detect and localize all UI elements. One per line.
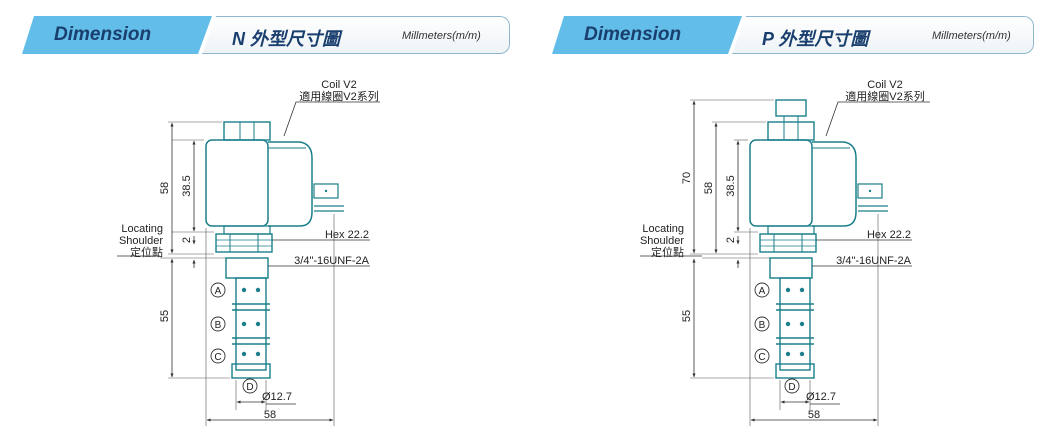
coil-label: Coil V2 [867, 79, 902, 91]
port-a-label: A [759, 286, 766, 297]
dim-diameter: Ø12.7 [262, 391, 292, 403]
valve-drawing-n: A B C D [117, 79, 380, 426]
port-a-marker [754, 282, 770, 298]
port-c-label: C [214, 352, 221, 363]
dimension-banner-p: Dimension P 外型尺寸圖 Millmeters(m/m) [552, 16, 1034, 54]
hex-label: Hex 22.2 [867, 229, 911, 241]
unit-label: Millmeters(m/m) [932, 30, 1011, 42]
title-box: P 外型尺寸圖 Millmeters(m/m) [732, 16, 1034, 54]
title-box: N 外型尺寸圖 Millmeters(m/m) [202, 16, 510, 54]
dim-55: 55 [681, 310, 693, 322]
thread-label: 3/4"-16UNF-2A [294, 255, 369, 267]
thread-section [769, 257, 813, 279]
dim-2: 2 [181, 237, 193, 243]
dim-55: 55 [159, 310, 171, 322]
dim-58-horizontal: 58 [808, 409, 820, 421]
port-c-label: C [758, 352, 765, 363]
dim-38-5: 38.5 [181, 175, 193, 196]
dim-2: 2 [725, 237, 737, 243]
model-title: N 外型尺寸圖 [232, 29, 340, 49]
locating-label-cn: 定位點 [651, 245, 684, 259]
coil-connector [812, 141, 857, 227]
hex-nut [215, 233, 273, 253]
port-d-label: D [788, 382, 795, 393]
coil-body [749, 139, 813, 227]
thread-label: 3/4"-16UNF-2A [836, 255, 911, 267]
dim-58-vertical: 58 [703, 182, 715, 194]
dimension-tab-label: Dimension [54, 24, 152, 45]
top-nut [767, 121, 815, 141]
dimension-banner-n: Dimension N 外型尺寸圖 Millmeters(m/m) [22, 16, 510, 54]
port-b-marker [754, 316, 770, 332]
coil-connector [268, 141, 313, 227]
port-b-marker [210, 316, 226, 332]
unit-label: Millmeters(m/m) [402, 30, 481, 42]
override-knob [775, 99, 807, 117]
top-nut [223, 121, 271, 141]
coil-label-cn: 適用線圈V2系列 [299, 89, 378, 103]
locating-label-1: Locating [121, 223, 163, 235]
coil-body [205, 139, 269, 227]
dimension-tab: Dimension [552, 16, 742, 54]
model-title: P 外型尺寸圖 [762, 29, 869, 49]
hex-nut [759, 233, 817, 253]
coil-label: Coil V2 [321, 79, 356, 91]
cartridge-stem [779, 277, 811, 371]
port-c-marker [754, 348, 770, 364]
cartridge-stem [235, 277, 267, 371]
dim-38-5: 38.5 [725, 175, 737, 196]
dimension-tab: Dimension [22, 16, 212, 54]
dim-diameter: Ø12.7 [806, 391, 836, 403]
dimension-tab-label: Dimension [584, 24, 682, 45]
port-b-label: B [759, 320, 766, 331]
locating-label-cn: 定位點 [130, 245, 163, 259]
port-d-marker [784, 378, 800, 394]
port-b-label: B [215, 320, 222, 331]
hex-label: Hex 22.2 [325, 229, 369, 241]
port-a-marker [210, 282, 226, 298]
port-d-marker [242, 378, 258, 394]
locating-label-2: Shoulder [119, 235, 163, 247]
dim-58-horizontal: 58 [264, 409, 276, 421]
dim-58-vertical: 58 [159, 182, 171, 194]
port-d-label: D [246, 382, 253, 393]
dim-70: 70 [681, 172, 693, 184]
locating-label-2: Shoulder [640, 235, 684, 247]
locating-label-1: Locating [642, 223, 684, 235]
coil-label-cn: 適用線圈V2系列 [845, 89, 924, 103]
valve-drawing-p: A B C D [640, 79, 930, 426]
thread-section [225, 257, 269, 279]
port-a-label: A [215, 286, 222, 297]
port-c-marker [210, 348, 226, 364]
